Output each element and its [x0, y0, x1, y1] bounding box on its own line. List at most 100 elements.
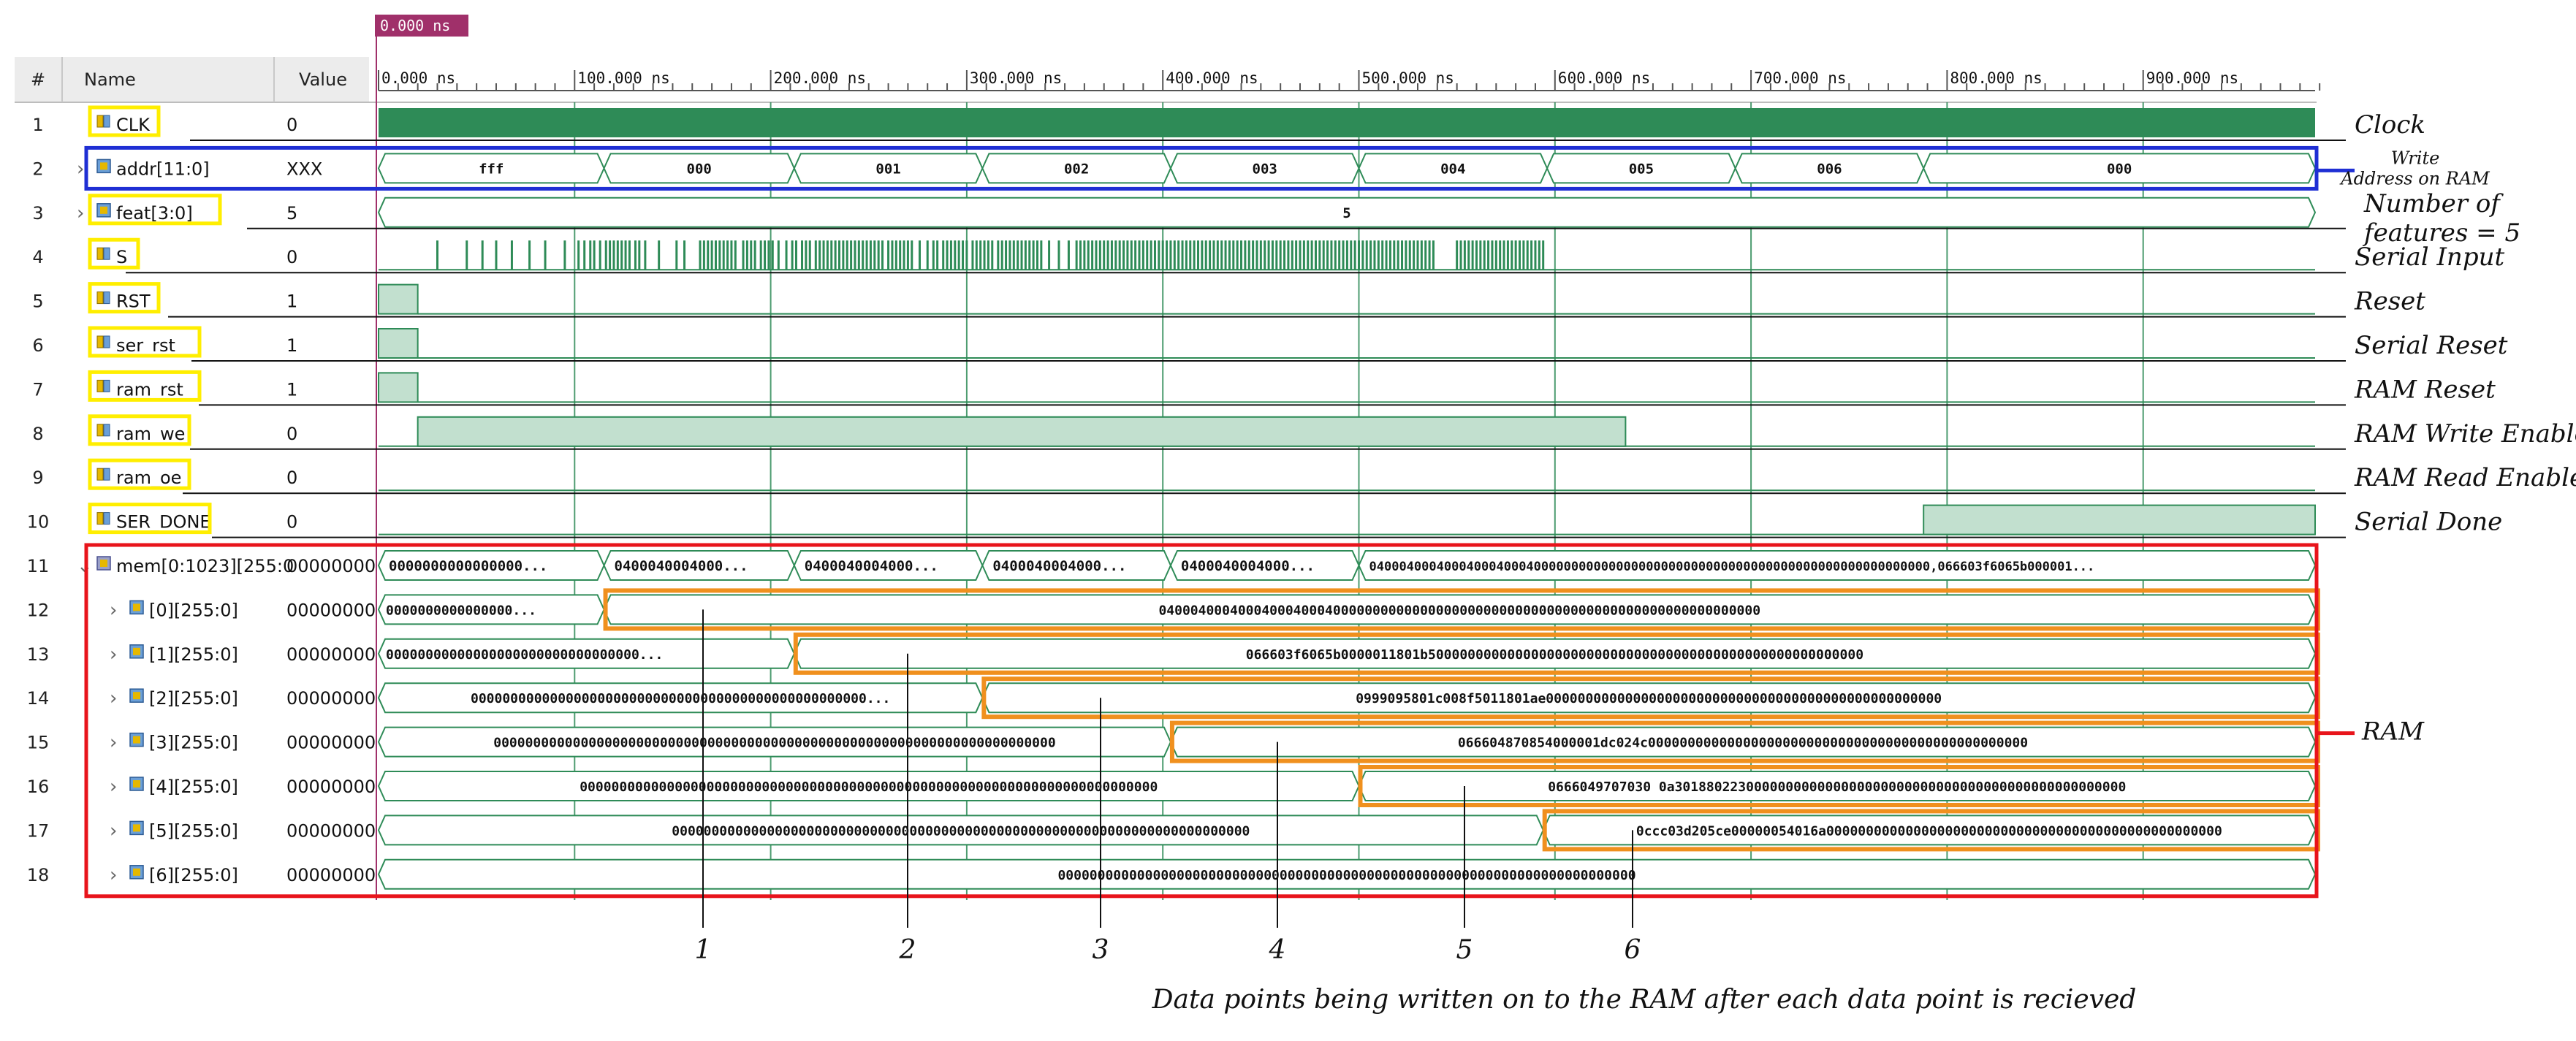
bus-value-label: 066603f6065b0000011801b50000000000000000…: [1246, 647, 1863, 663]
bus-value-label: 0000000000000000...: [386, 603, 536, 618]
row-number: 3: [32, 203, 43, 224]
wire-icon-body: [96, 115, 104, 128]
highlight-box: [88, 503, 212, 535]
expand-chevron-icon[interactable]: ›: [110, 776, 117, 798]
signal-value: 0: [286, 468, 297, 488]
signal-annotation: Number of: [2363, 189, 2504, 218]
signal-value: 0: [286, 512, 297, 533]
highlight-box: [88, 370, 202, 402]
column-name-header[interactable]: Name: [84, 69, 136, 90]
signal-name-clk[interactable]: CLK: [116, 115, 151, 135]
signal-name-ser-rst[interactable]: ser_rst: [116, 335, 175, 356]
bus-value-label: 0400040004000400040004000000000000000000…: [1369, 560, 2095, 574]
bus-value-label: 00000000000000000000000000000000...: [386, 647, 663, 663]
bus-value-label: 5: [1342, 205, 1350, 221]
signal-value: 0: [286, 115, 297, 135]
expand-chevron-icon[interactable]: ›: [77, 158, 84, 180]
bus-icon-core: [100, 206, 107, 214]
callout-number-5: 5: [1456, 935, 1473, 965]
signal-name-ser-done[interactable]: SER_DONE: [116, 512, 211, 533]
expand-chevron-icon[interactable]: ›: [110, 820, 117, 842]
bus-value-label: 004: [1440, 161, 1465, 177]
expand-chevron-icon[interactable]: ›: [110, 599, 117, 621]
signal-name-ram-oe[interactable]: ram_oe: [116, 468, 181, 488]
bus-icon: [129, 820, 144, 836]
ruler-tick-label: 200.000 ns: [774, 69, 866, 87]
signal-name--0-255-0[interactable]: [0][255:0]: [149, 600, 238, 620]
signal-name--4-255-0[interactable]: [4][255:0]: [149, 777, 238, 797]
signal-name-feat-3-0[interactable]: feat[3:0]: [116, 203, 193, 224]
row-number: 12: [27, 600, 50, 620]
bus-icon-core: [133, 647, 140, 655]
expand-chevron-icon[interactable]: ›: [110, 644, 117, 666]
highlight-box: [88, 237, 140, 270]
addr-highlight-box: [84, 145, 2319, 191]
bus-value-label: 066604870854000001dc024c0000000000000000…: [1458, 736, 2028, 751]
ruler-tick-label: 900.000 ns: [2146, 69, 2238, 87]
bus-icon-core: [133, 868, 140, 876]
wire-icon: [96, 379, 110, 392]
wire-icon-body: [103, 424, 110, 437]
signal-name-mem-0-1023-255-0[interactable]: mem[0:1023][255:0: [116, 556, 294, 576]
signal-name--2-255-0[interactable]: [2][255:0]: [149, 688, 238, 709]
wire-icon-body: [103, 512, 110, 525]
signal-name--5-255-0[interactable]: [5][255:0]: [149, 820, 238, 841]
bus-value-label: 000: [2107, 161, 2132, 177]
bus-value-label: fff: [479, 161, 504, 177]
bus-value-label: 0400040004000...: [615, 558, 748, 574]
bus-value-label: 000: [687, 161, 712, 177]
bus-icon-core: [133, 736, 140, 744]
cursor-time-marker[interactable]: [375, 15, 468, 37]
signal-name-ram-we[interactable]: ram_we: [116, 424, 185, 444]
row-number: 8: [32, 424, 43, 444]
wire-icon-body: [103, 115, 110, 128]
signal-value: 0: [286, 247, 297, 267]
row-number: 1: [32, 115, 43, 135]
bus-icon: [96, 159, 111, 174]
bus-value-label: 0000000000000000000000000000000000000000…: [580, 779, 1158, 795]
highlight-box: [88, 105, 161, 137]
callout-number-4: 4: [1269, 935, 1286, 965]
signal-value: 0: [286, 424, 297, 444]
expand-chevron-icon[interactable]: ›: [110, 864, 117, 886]
highlight-box: [88, 326, 202, 358]
wire-icon-body: [103, 291, 110, 305]
column-num-header[interactable]: #: [31, 69, 45, 90]
ruler-tick-label: 100.000 ns: [577, 69, 669, 87]
bus-value-label: 006: [1817, 161, 1842, 177]
highlight-box: [88, 458, 191, 490]
expand-chevron-icon[interactable]: ›: [77, 202, 84, 224]
ram-we-pulse: [417, 416, 1627, 447]
bus-segment: [377, 197, 2317, 228]
signal-name-ram-rst[interactable]: ram_rst: [116, 379, 183, 400]
signal-name-rst[interactable]: RST: [116, 291, 151, 312]
ser-done-pulse: [1923, 504, 2317, 535]
signal-value: 00000000: [286, 865, 376, 885]
signal-name--1-255-0[interactable]: [1][255:0]: [149, 644, 238, 665]
reset-pulse: [378, 283, 419, 315]
column-value-header[interactable]: Value: [299, 69, 347, 90]
bus-value-label: 0000000000000000000000000000000000000000…: [471, 691, 890, 706]
signal-name--6-255-0[interactable]: [6][255:0]: [149, 865, 238, 885]
row-number: 13: [27, 644, 50, 665]
expand-chevron-icon[interactable]: ›: [110, 732, 117, 754]
row-number: 5: [32, 291, 43, 312]
bus-icon-core: [100, 162, 107, 170]
bus-value-label: 001: [875, 161, 900, 177]
wire-icon-body: [103, 379, 110, 392]
expand-chevron-icon[interactable]: ›: [110, 687, 117, 709]
callout-number-1: 1: [695, 935, 712, 965]
signal-value: 00000000: [286, 556, 376, 576]
callout-number-2: 2: [899, 935, 916, 965]
wire-icon: [96, 247, 110, 260]
bus-value-label: 0000000000000000...: [389, 558, 547, 574]
signal-name--3-255-0[interactable]: [3][255:0]: [149, 733, 238, 753]
wire-icon: [96, 335, 110, 348]
mem-icon-core: [100, 560, 107, 567]
signal-name-addr-11-0[interactable]: addr[11:0]: [116, 159, 210, 179]
wire-icon-body: [96, 379, 104, 392]
bus-icon: [129, 732, 144, 747]
bus-value-label: 0000000000000000000000000000000000000000…: [1057, 868, 1635, 883]
signal-name-s[interactable]: S: [116, 247, 127, 267]
